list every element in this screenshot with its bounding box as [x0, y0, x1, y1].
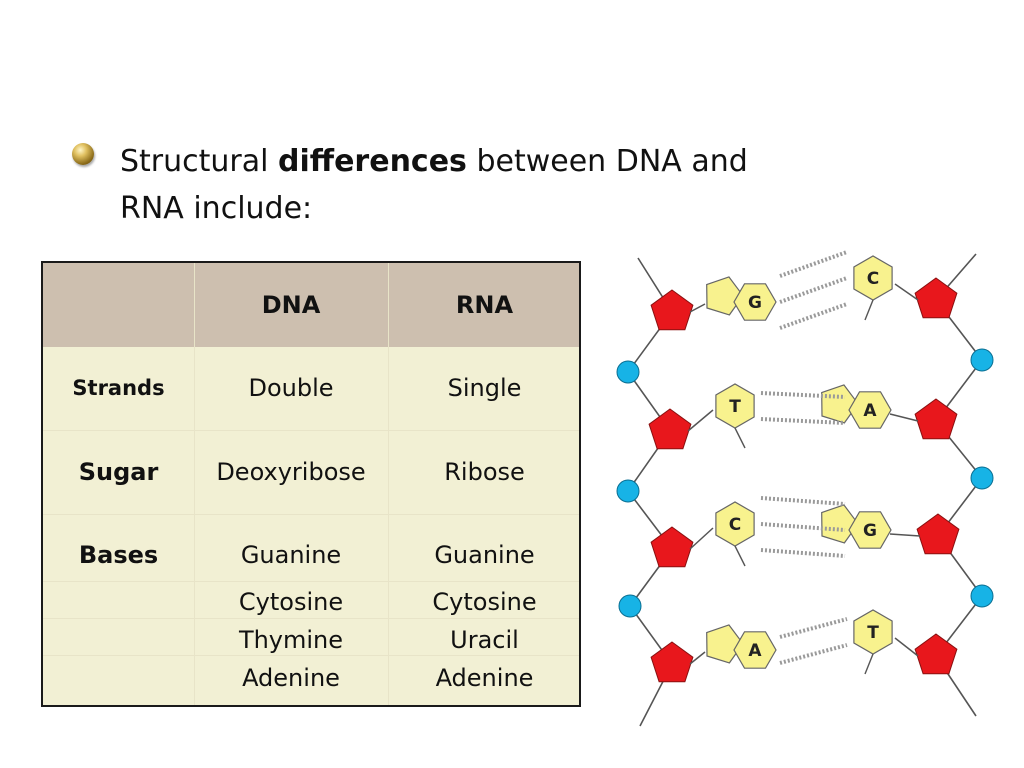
- hydrogen-bond: [760, 496, 846, 506]
- row-label-sugar: Sugar: [78, 458, 159, 486]
- header-cell-rna: RNA: [455, 291, 514, 319]
- dna-structure-diagram: G C T A C G A T: [616, 250, 994, 727]
- base-ring: [848, 511, 892, 549]
- sugar-node: [616, 360, 640, 384]
- base-letter: G: [863, 521, 877, 541]
- glycosidic-bond: [889, 533, 921, 537]
- base-letter: A: [863, 401, 877, 421]
- sugar-node: [970, 584, 994, 608]
- base-ring: [733, 283, 777, 321]
- glycosidic-bond: [894, 637, 919, 657]
- base-letter: G: [748, 293, 762, 313]
- base-letter: T: [867, 623, 879, 643]
- phosphate-group: [650, 526, 694, 568]
- hydrogen-bond: [779, 276, 848, 304]
- base-stub: [734, 545, 746, 567]
- table-header-row: [43, 263, 579, 347]
- glycosidic-bond: [689, 303, 706, 313]
- glycosidic-bond: [687, 409, 714, 432]
- glycosidic-bond: [894, 283, 919, 301]
- phosphate-group: [650, 289, 694, 331]
- cell-dna-base: Thymine: [238, 626, 344, 654]
- row-divider: [43, 430, 579, 431]
- base-stub: [734, 427, 746, 449]
- cell-dna-strands: Double: [248, 374, 334, 402]
- phosphate-group: [914, 633, 958, 675]
- glycosidic-bond: [889, 413, 919, 422]
- sugar-phosphate-backbone: [616, 253, 994, 727]
- base-ring: [733, 631, 777, 669]
- sugar-node: [970, 466, 994, 490]
- base-pairs: G C T A C G A T: [687, 250, 921, 675]
- cell-rna-base: Adenine: [435, 664, 534, 692]
- sugar-node: [970, 348, 994, 372]
- heading-text-after: between DNA and: [466, 144, 748, 179]
- row-divider: [43, 655, 579, 656]
- slide-heading: Structural differences between DNA and R…: [120, 138, 780, 232]
- row-label-strands: Strands: [72, 376, 165, 400]
- cell-dna-sugar: Deoxyribose: [216, 458, 366, 486]
- hydrogen-bond: [779, 643, 848, 665]
- row-divider: [43, 514, 579, 515]
- cell-rna-sugar: Ribose: [444, 458, 525, 486]
- base-ring: [848, 391, 892, 429]
- column-divider: [194, 263, 195, 705]
- cell-dna-base: Cytosine: [238, 588, 344, 616]
- heading-text-before: Structural: [120, 144, 279, 179]
- column-divider: [388, 263, 389, 705]
- heading-emphasis: differences: [278, 144, 467, 179]
- phosphate-group: [916, 513, 960, 555]
- hydrogen-bond: [779, 250, 848, 278]
- row-divider: [43, 581, 579, 582]
- header-cell-dna: DNA: [261, 291, 321, 319]
- hydrogen-bond: [760, 548, 846, 558]
- hydrogen-bond: [779, 302, 848, 330]
- row-divider: [43, 618, 579, 619]
- phosphate-group: [914, 398, 958, 440]
- phosphate-group: [914, 277, 958, 319]
- hydrogen-bond: [779, 617, 848, 639]
- row-label-bases: Bases: [78, 541, 159, 569]
- phosphate-group: [650, 641, 694, 683]
- cell-dna-base: Guanine: [240, 541, 342, 569]
- cell-rna-strands: Single: [447, 374, 522, 402]
- base-letter: T: [729, 397, 741, 417]
- comparison-table: DNA RNA Strands Double Single Sugar Deox…: [41, 261, 581, 707]
- base-letter: A: [748, 641, 762, 661]
- base-letter: C: [729, 515, 741, 535]
- base-stub: [864, 299, 874, 321]
- base-stub: [864, 653, 874, 675]
- glycosidic-bond: [689, 527, 714, 550]
- sugar-node: [618, 594, 642, 618]
- cell-rna-base: Cytosine: [432, 588, 537, 616]
- cell-dna-base: Adenine: [242, 664, 340, 692]
- base-letter: C: [867, 269, 879, 289]
- bullet-icon: [72, 143, 94, 165]
- heading-line-2: RNA include:: [120, 191, 313, 226]
- phosphate-group: [648, 408, 692, 450]
- cell-rna-base: Uracil: [450, 626, 519, 654]
- cell-rna-base: Guanine: [434, 541, 535, 569]
- sugar-node: [616, 479, 640, 503]
- glycosidic-bond: [689, 651, 706, 665]
